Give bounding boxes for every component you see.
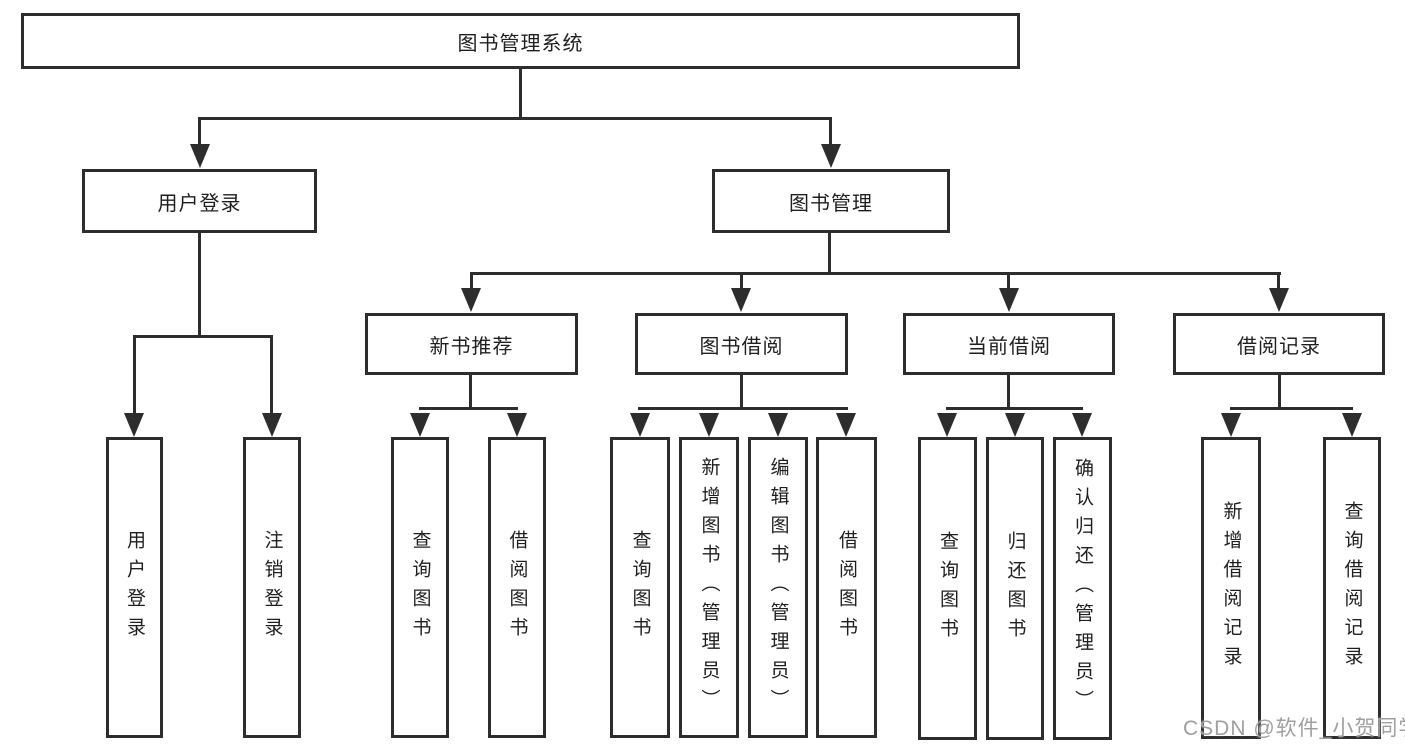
node-book-management-label: 图书管理 <box>789 192 873 215</box>
connector-root-down <box>519 69 522 119</box>
leaf-confirm-return-admin: 确认归还（管理员） <box>1053 437 1112 740</box>
connector-new-book-rail <box>419 407 518 410</box>
node-book-borrow: 图书借阅 <box>635 313 848 375</box>
leaf-confirm-return-admin-label: 确认归还（管理员） <box>1072 458 1093 719</box>
leaf-user-login-label: 用户登录 <box>124 529 145 646</box>
leaf-add-borrow-record-label: 新增借阅记录 <box>1220 501 1242 675</box>
connector-borrow-records-down <box>1278 375 1281 410</box>
arrow-to-book-management <box>821 144 841 168</box>
leaf-return-book: 归还图书 <box>986 437 1044 740</box>
connector-book-mgmt-down <box>828 233 831 275</box>
arrow-to-add-borrow-record <box>1221 413 1241 437</box>
connector-book-borrow-stub <box>740 272 743 292</box>
arrow-to-query-books-1 <box>410 413 430 437</box>
connector-user-login-rail <box>133 335 273 338</box>
arrow-to-query-borrow-record <box>1342 413 1362 437</box>
leaf-edit-book-admin-label: 编辑图书（管理员） <box>767 457 789 718</box>
node-book-management: 图书管理 <box>712 169 950 233</box>
arrow-to-user-login <box>190 144 210 168</box>
node-borrow-records: 借阅记录 <box>1173 313 1385 375</box>
arrow-to-borrow-books-1 <box>507 413 527 437</box>
connector-book-mgmt-stub <box>829 117 832 147</box>
leaf-query-books-1-label: 查询图书 <box>409 529 431 646</box>
arrow-to-borrow-books-2 <box>836 413 856 437</box>
connector-book-borrow-down <box>740 375 743 410</box>
connector-book-borrow-rail <box>638 407 848 410</box>
leaf-borrow-books-2-label: 借阅图书 <box>836 529 857 646</box>
node-user-login: 用户登录 <box>82 169 317 233</box>
arrow-to-leaf-user-login <box>124 413 144 437</box>
arrow-to-edit-book <box>768 413 788 437</box>
node-borrow-records-label: 借阅记录 <box>1237 335 1321 358</box>
leaf-add-borrow-record: 新增借阅记录 <box>1201 437 1261 739</box>
connector-borrow-records-rail <box>1230 407 1353 410</box>
arrow-to-book-borrow <box>731 288 751 312</box>
connector-user-login-stub <box>198 117 201 147</box>
connector-user-login-down <box>198 233 201 338</box>
connector-current-borrow-stub <box>1007 272 1010 292</box>
node-root-label: 图书管理系统 <box>457 32 584 55</box>
node-current-borrow: 当前借阅 <box>903 313 1115 375</box>
leaf-return-book-label: 归还图书 <box>1004 530 1026 647</box>
node-root-library-system: 图书管理系统 <box>21 13 1020 69</box>
connector-leaf-user-login-stub <box>133 335 136 415</box>
arrow-to-add-book <box>699 413 719 437</box>
leaf-query-books-2: 查询图书 <box>610 437 670 738</box>
leaf-query-books-3: 查询图书 <box>918 437 977 740</box>
node-book-borrow-label: 图书借阅 <box>699 335 784 358</box>
node-new-book-recommend-label: 新书推荐 <box>429 335 514 358</box>
leaf-add-book-admin-label: 新增图书（管理员） <box>698 457 720 718</box>
node-user-login-label: 用户登录 <box>157 192 242 215</box>
leaf-borrow-books-2: 借阅图书 <box>816 437 877 738</box>
arrow-to-query-books-2 <box>630 413 650 437</box>
leaf-query-books-1: 查询图书 <box>391 437 449 738</box>
connector-leaf-logout-stub <box>270 335 273 415</box>
leaf-borrow-books-1: 借阅图书 <box>488 437 546 738</box>
arrow-to-leaf-logout <box>262 413 282 437</box>
arrow-to-current-borrow <box>999 288 1019 312</box>
node-new-book-recommend: 新书推荐 <box>365 313 578 375</box>
connector-current-borrow-down <box>1007 375 1010 410</box>
leaf-query-books-3-label: 查询图书 <box>937 530 958 647</box>
leaf-query-borrow-record: 查询借阅记录 <box>1323 437 1381 739</box>
leaf-logout-label: 注销登录 <box>261 529 283 646</box>
leaf-query-books-2-label: 查询图书 <box>629 529 651 646</box>
connector-current-borrow-rail <box>946 407 1083 410</box>
leaf-query-borrow-record-label: 查询借阅记录 <box>1341 501 1363 675</box>
leaf-edit-book-admin: 编辑图书（管理员） <box>748 437 808 738</box>
leaf-add-book-admin: 新增图书（管理员） <box>679 437 739 738</box>
arrow-to-borrow-records <box>1269 288 1289 312</box>
connector-level3-rail <box>470 272 1281 275</box>
connector-new-book-stub <box>470 272 473 292</box>
leaf-logout: 注销登录 <box>243 437 301 738</box>
arrow-to-query-books-3 <box>937 413 957 437</box>
arrow-to-new-book-recommend <box>461 288 481 312</box>
connector-borrow-record-stub <box>1277 272 1280 292</box>
connector-new-book-down <box>469 375 472 410</box>
leaf-user-login: 用户登录 <box>106 437 163 738</box>
node-current-borrow-label: 当前借阅 <box>967 335 1051 358</box>
leaf-borrow-books-1-label: 借阅图书 <box>506 529 528 646</box>
arrow-to-return-book <box>1005 413 1025 437</box>
csdn-watermark: CSDN @软件_小贺同学 <box>1183 717 1405 740</box>
arrow-to-confirm-return <box>1072 413 1092 437</box>
connector-level2-rail <box>198 117 832 120</box>
